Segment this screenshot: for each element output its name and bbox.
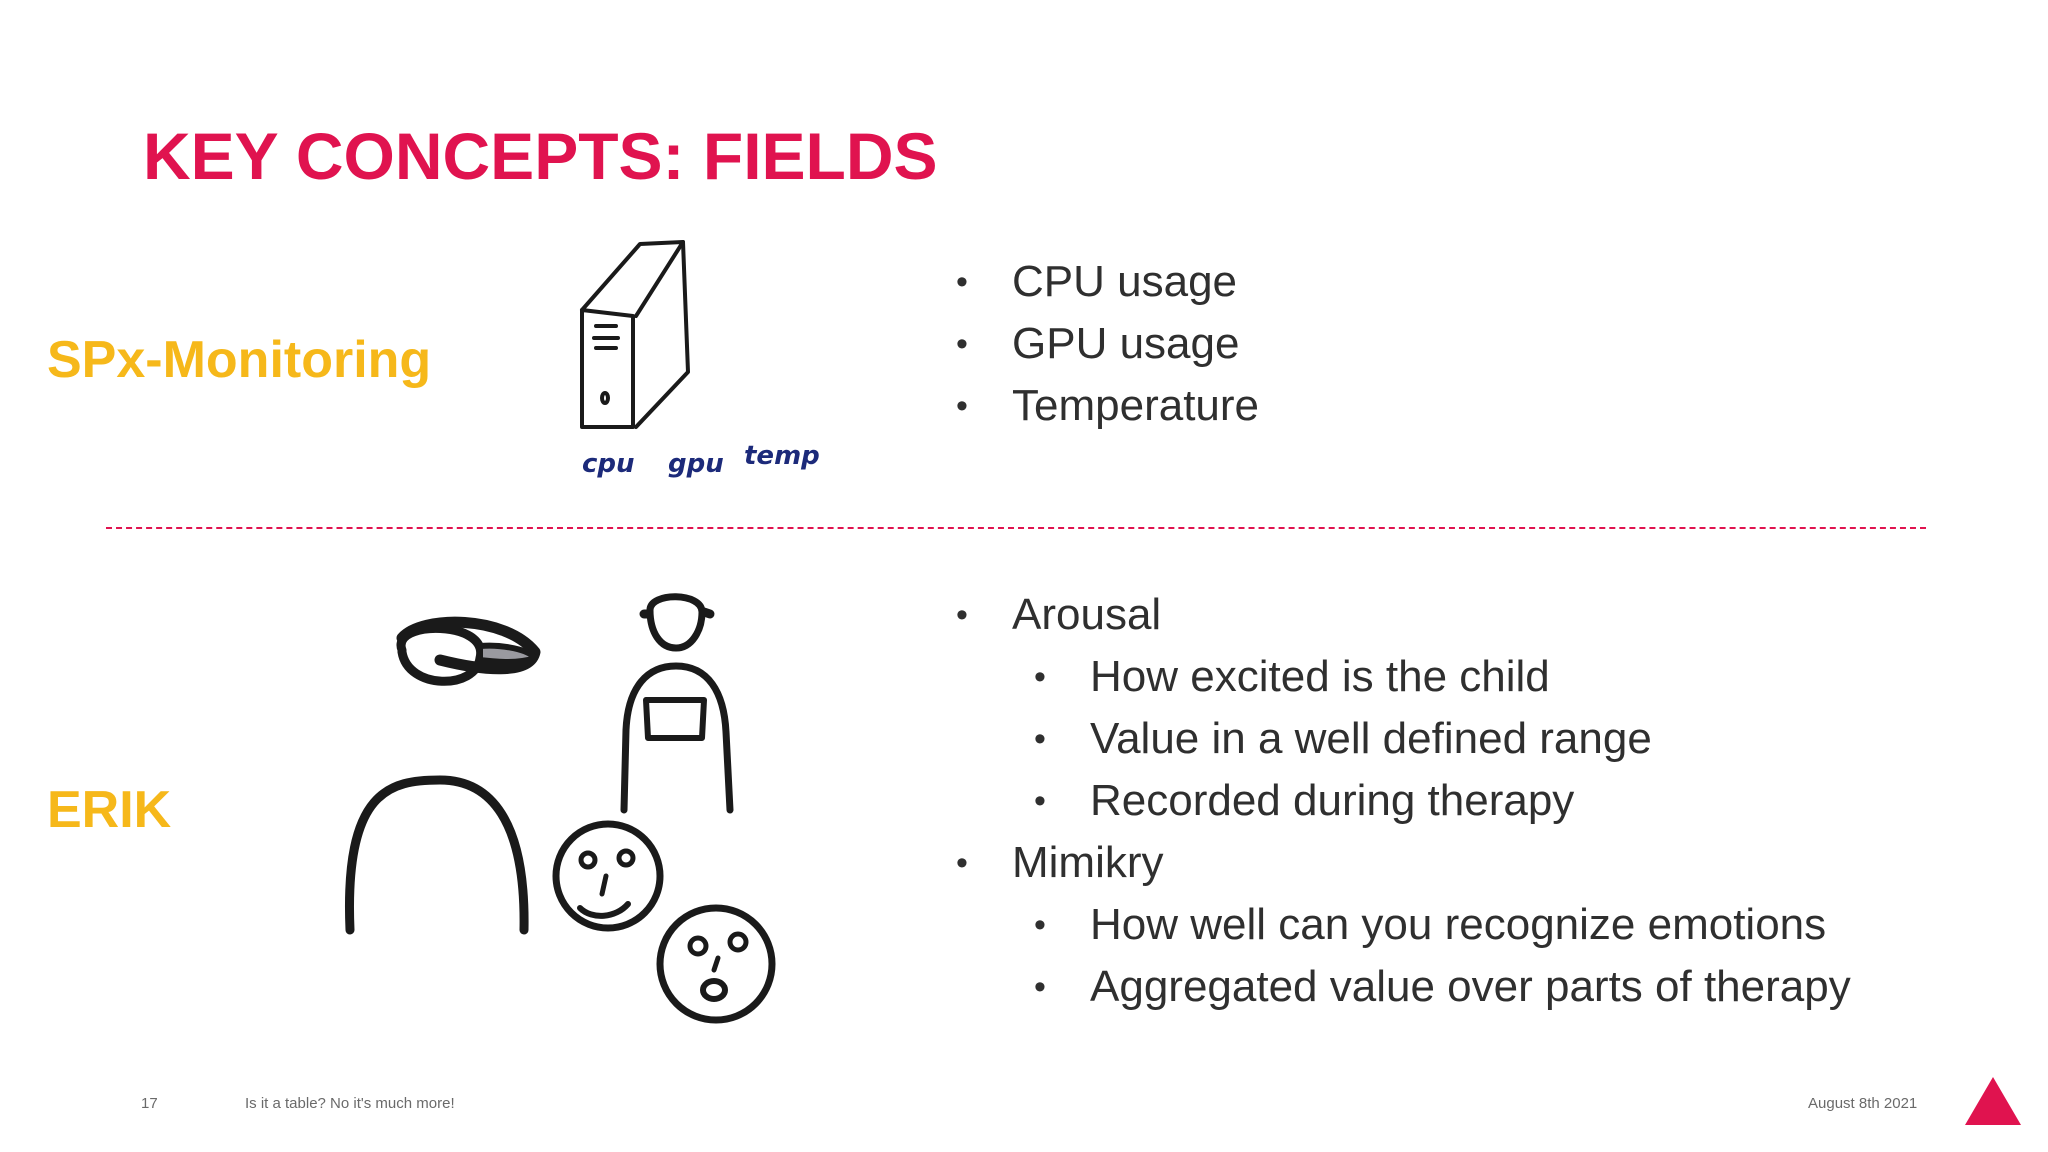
bullet-glyph: • — [1034, 658, 1046, 696]
sketch-label-gpu: gpu — [668, 449, 724, 479]
slide-title: KEY CONCEPTS: FIELDS — [143, 119, 938, 193]
bullet-text: Mimikry — [1012, 838, 1164, 887]
section-label-erik: ERIK — [47, 781, 172, 839]
computer-tower-sketch-icon: cpu gpu temp — [580, 240, 820, 479]
spx-monitoring-bullet-list: • CPU usage • GPU usage • Temperature — [948, 251, 1259, 437]
bullet-text: How excited is the child — [1090, 652, 1550, 701]
section-divider — [106, 527, 1926, 529]
list-item: • Temperature — [948, 375, 1259, 437]
bullet-text: GPU usage — [1012, 319, 1240, 368]
list-item: • GPU usage — [948, 313, 1259, 375]
bullet-text: Aggregated value over parts of therapy — [1090, 962, 1851, 1011]
list-item: • How well can you recognize emotions — [948, 894, 1851, 956]
bullet-glyph: • — [1034, 906, 1046, 944]
bullet-text: CPU usage — [1012, 257, 1238, 306]
bullet-glyph: • — [956, 596, 968, 634]
bullet-text: Recorded during therapy — [1090, 776, 1575, 825]
list-item: • Mimikry — [948, 832, 1851, 894]
bullet-glyph: • — [1034, 782, 1046, 820]
footer-date: August 8th 2021 — [1808, 1095, 1918, 1112]
therapy-session-sketch-icon — [344, 593, 776, 1024]
bullet-glyph: • — [1034, 968, 1046, 1006]
bullet-glyph: • — [1034, 720, 1046, 758]
triangle-logo-icon — [1965, 1077, 2021, 1125]
sketch-label-temp: temp — [744, 441, 820, 471]
list-item: • CPU usage — [948, 251, 1259, 313]
list-item: • Value in a well defined range — [948, 708, 1851, 770]
erik-bullet-list: • Arousal • How excited is the child • Valu… — [948, 584, 1851, 1018]
sketch-label-cpu: cpu — [582, 449, 635, 479]
list-item: • Aggregated value over parts of therapy — [948, 956, 1851, 1018]
bullet-text: Arousal — [1012, 590, 1162, 639]
footer-subtitle: Is it a table? No it's much more! — [245, 1095, 455, 1112]
bullet-glyph: • — [956, 844, 968, 882]
list-item: • How excited is the child — [948, 646, 1851, 708]
bullet-glyph: • — [956, 263, 968, 301]
section-label-spx-monitoring: SPx-Monitoring — [47, 331, 432, 389]
list-item: • Arousal — [948, 584, 1851, 646]
bullet-text: Value in a well defined range — [1090, 714, 1652, 763]
bullet-glyph: • — [956, 325, 968, 363]
bullet-text: How well can you recognize emotions — [1090, 900, 1827, 949]
list-item: • Recorded during therapy — [948, 770, 1851, 832]
bullet-text: Temperature — [1012, 381, 1260, 430]
footer-page-number: 17 — [141, 1095, 158, 1112]
bullet-glyph: • — [956, 387, 968, 425]
